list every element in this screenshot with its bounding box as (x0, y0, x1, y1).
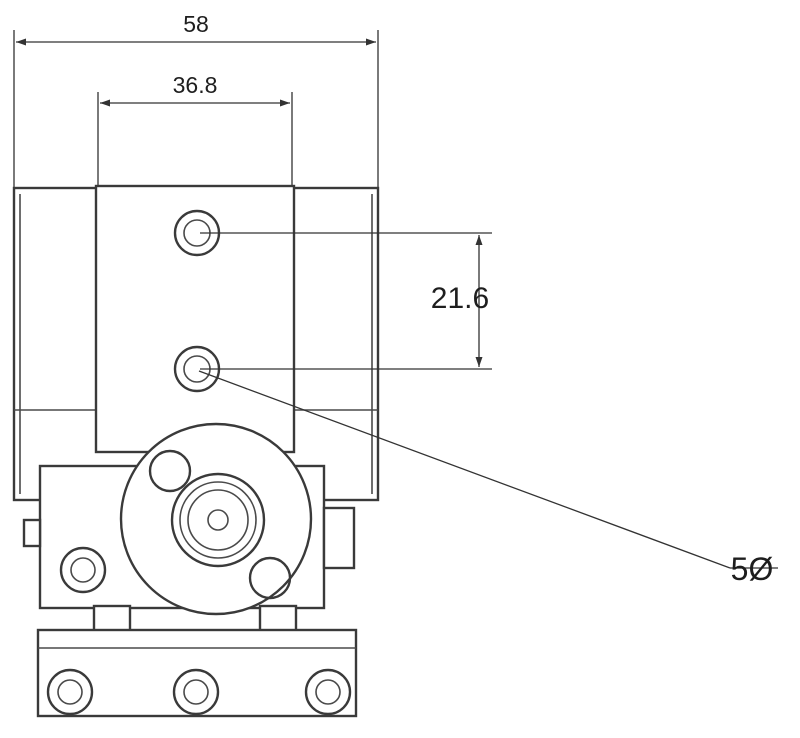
dimension-hole-diameter: 5Ø (198, 370, 778, 587)
rotary-disc-outline (119, 422, 313, 616)
side-bolt (59, 546, 107, 594)
hub-ring (179, 481, 257, 559)
dimension-label-58: 58 (183, 11, 209, 37)
foot-right (258, 604, 298, 634)
right-step (322, 506, 356, 570)
shaft-center (207, 509, 229, 531)
base-rail (36, 628, 358, 718)
disc-hole-lower (248, 556, 292, 600)
hub-outer (170, 472, 266, 568)
upper-body (12, 184, 380, 502)
hub-inner (187, 489, 249, 551)
leader-line (198, 370, 731, 569)
foot-left (92, 604, 132, 634)
disc-hole-upper (148, 449, 192, 493)
base-bolt-left (46, 668, 94, 716)
side-tab (22, 518, 42, 548)
base-bolt-center (172, 668, 220, 716)
dimension-overall-width: 58 (13, 11, 379, 188)
dimension-label-36-8: 36.8 (173, 72, 218, 98)
center-plate (94, 184, 296, 454)
dimension-label-5-diameter: 5Ø (731, 551, 774, 587)
base-bolt-right (304, 668, 352, 716)
rotary-disc (119, 422, 313, 616)
dimension-hole-spacing: 21.6 (200, 232, 492, 370)
dimension-inner-width: 36.8 (97, 72, 293, 188)
dimension-label-21-6: 21.6 (431, 282, 489, 315)
